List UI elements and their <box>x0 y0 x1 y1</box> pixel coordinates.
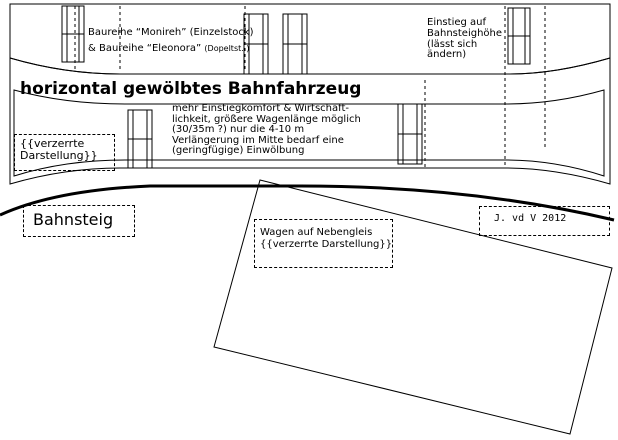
einstieg-line: ändern) <box>427 49 467 61</box>
einstieg-line: Bahnsteighöhe <box>427 27 503 39</box>
comfort-line: mehr Einstiegkomfort & Wirtschaft- <box>172 103 350 114</box>
baureihe-line-2: & Baureihe “Eleonora” (Dopeltst..) <box>88 42 254 55</box>
door-top-right <box>507 7 531 65</box>
distorted-note-box <box>14 134 115 171</box>
comfort-line: (geringfügige) Einwölbung <box>172 145 305 156</box>
comfort-line: Verlängerung im Mitte bedarf eine <box>172 134 344 146</box>
door-top-center-2 <box>282 13 308 75</box>
vehicle-inner-outline <box>13 89 605 177</box>
distorted-note-line: Darstellung}} <box>20 148 98 162</box>
einstieg-line: Einstieg auf <box>427 17 487 28</box>
credit-box <box>479 206 610 236</box>
distorted-note: {{verzerrte Darstellung}} <box>20 138 98 162</box>
door-top-left <box>61 5 85 63</box>
einstieg-label: Einstieg auf Bahnsteighöhe (lässt sich ä… <box>427 17 503 61</box>
door-top-center-1 <box>243 13 269 75</box>
credit-label: J. vd V 2012 <box>494 213 567 224</box>
einstieg-line: (lässt sich <box>427 38 478 50</box>
baureihe-line-2-main: & Baureihe “Eleonora” <box>88 42 205 54</box>
baureihe-line-1: Baureihe “Monireh” (Einzelstock) <box>88 27 254 38</box>
side-track-wagon <box>213 179 613 435</box>
diagram-title: horizontal gewölbtes Bahnfahrzeug <box>20 79 362 99</box>
wagen-label: Wagen auf Nebengleis {{verzerrte Darstel… <box>260 227 392 251</box>
wagen-box <box>254 219 393 268</box>
baureihe-line-2-small: (Dopeltst..) <box>204 43 250 53</box>
comfort-note: mehr Einstiegkomfort & Wirtschaft- lichk… <box>172 103 361 157</box>
wagen-line: Wagen auf Nebengleis <box>260 227 373 238</box>
bahnsteig-label: Bahnsteig <box>33 210 114 229</box>
dashed-guides <box>74 6 546 168</box>
comfort-line: (30/35m ?) nur die 4-10 m <box>172 124 305 135</box>
comfort-line: lichkeit, größere Wagenlänge möglich <box>172 113 361 125</box>
platform-edge <box>0 184 615 222</box>
baureihe-label: Baureihe “Monireh” (Einzelstock) & Baure… <box>88 27 254 55</box>
vehicle-lower-outline <box>9 57 611 185</box>
vehicle-doors <box>61 5 531 169</box>
door-lower-right <box>397 103 423 165</box>
wagen-line: {{verzerrte Darstellung}} <box>260 239 393 250</box>
distorted-note-line: {{verzerrte <box>20 137 85 150</box>
bahnsteig-box <box>23 205 135 237</box>
door-lower-left <box>127 109 153 169</box>
